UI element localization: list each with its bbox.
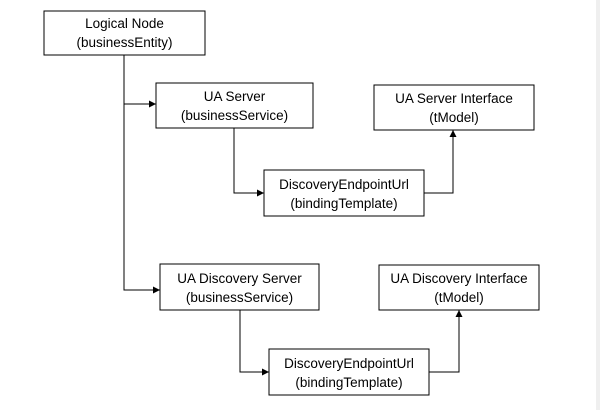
connector-ua-server-to-endpoint bbox=[233, 128, 264, 197]
node-ua-discovery-interface-type: (tModel) bbox=[434, 290, 484, 305]
connector-endpoint-to-server-interface bbox=[424, 130, 457, 194]
connectors bbox=[123, 55, 463, 376]
node-logical-node-type: (businessEntity) bbox=[76, 35, 172, 50]
node-ua-server-interface-title: UA Server Interface bbox=[395, 91, 513, 106]
node-ua-server-title: UA Server bbox=[204, 89, 266, 104]
node-ua-discovery-interface: UA Discovery Interface (tModel) bbox=[378, 264, 540, 311]
node-discovery-endpoint-title: DiscoveryEndpointUrl bbox=[284, 356, 414, 371]
node-ua-server: UA Server (businessService) bbox=[155, 82, 314, 129]
node-ua-discovery-server-title: UA Discovery Server bbox=[177, 271, 302, 286]
node-ua-discovery-interface-title: UA Discovery Interface bbox=[390, 271, 527, 286]
node-discovery-endpoint: DiscoveryEndpointUrl (bindingTemplate) bbox=[268, 348, 430, 396]
node-ua-server-interface-type: (tModel) bbox=[429, 110, 479, 125]
connector-logical-to-discovery-server bbox=[123, 104, 160, 294]
connector-endpoint-to-discovery-interface bbox=[429, 310, 463, 373]
node-discovery-endpoint-type: (bindingTemplate) bbox=[295, 375, 402, 390]
node-ua-discovery-server: UA Discovery Server (businessService) bbox=[159, 263, 320, 311]
connector-logical-to-ua-server bbox=[123, 55, 156, 108]
node-server-endpoint-title: DiscoveryEndpointUrl bbox=[279, 177, 409, 192]
node-server-endpoint: DiscoveryEndpointUrl (bindingTemplate) bbox=[263, 169, 425, 217]
node-ua-server-type: (businessService) bbox=[181, 108, 288, 123]
node-ua-server-interface: UA Server Interface (tModel) bbox=[373, 84, 535, 131]
node-server-endpoint-type: (bindingTemplate) bbox=[290, 196, 397, 211]
connector-discovery-server-to-endpoint bbox=[239, 310, 269, 376]
node-logical-node-title: Logical Node bbox=[85, 16, 164, 31]
page-edge bbox=[596, 0, 600, 410]
node-logical-node: Logical Node (businessEntity) bbox=[43, 10, 206, 56]
node-ua-discovery-server-type: (businessService) bbox=[186, 290, 293, 305]
